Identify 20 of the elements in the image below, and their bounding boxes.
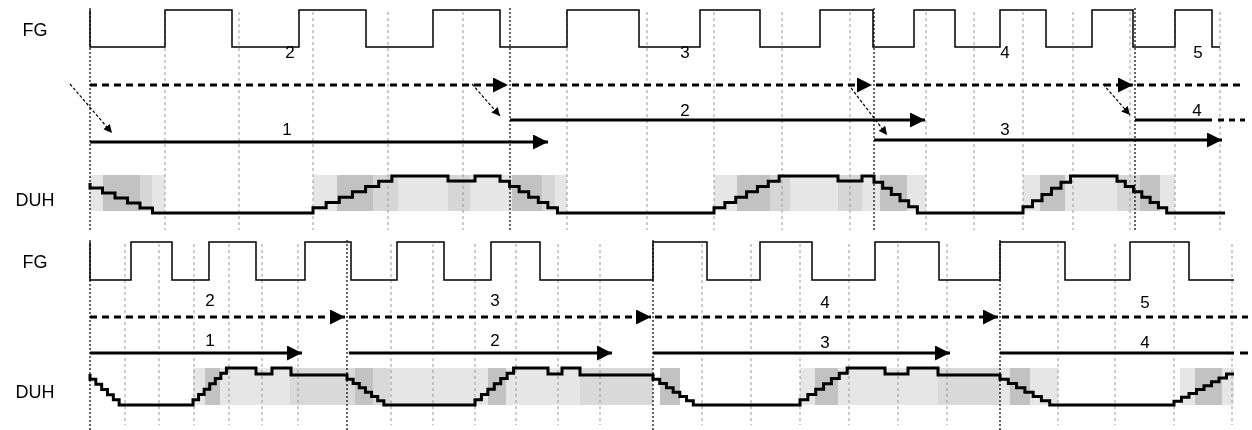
count-label: 2	[285, 43, 295, 61]
count-label: 2	[205, 291, 215, 309]
count-label: 2	[490, 331, 500, 349]
count-label: 2	[680, 101, 690, 119]
signal-label: DUH	[15, 191, 55, 209]
signal-label: FG	[22, 253, 48, 271]
count-label: 4	[820, 293, 830, 311]
count-label: 3	[680, 43, 690, 61]
count-label: 3	[820, 333, 830, 351]
count-label: 5	[1140, 293, 1150, 311]
count-label: 4	[1000, 43, 1010, 61]
signal-label: FG	[22, 21, 48, 39]
count-label: 1	[282, 120, 292, 138]
signal-label: DUH	[15, 383, 55, 401]
count-label: 4	[1192, 101, 1202, 119]
count-label: 5	[1193, 43, 1203, 61]
count-label: 1	[205, 331, 215, 349]
count-label: 3	[1000, 120, 1010, 138]
count-label: 3	[490, 291, 500, 309]
count-label: 4	[1140, 333, 1150, 351]
